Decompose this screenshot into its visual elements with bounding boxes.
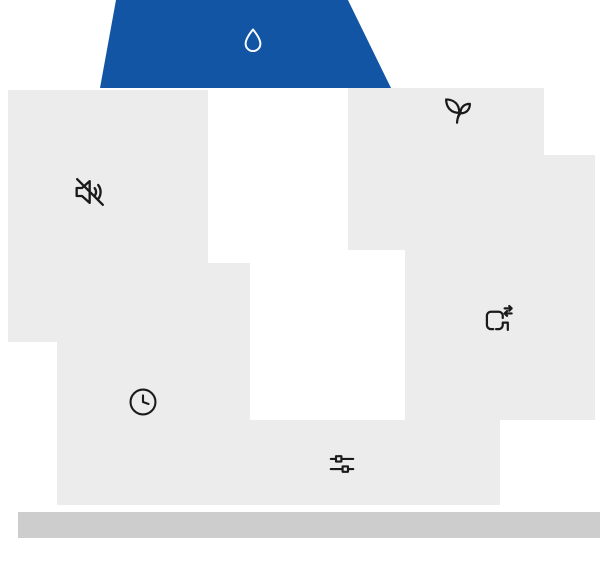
bottom-bar (18, 512, 600, 538)
sliders-icon (324, 446, 360, 482)
water-drop-icon (236, 25, 270, 59)
leaf-icon (439, 92, 477, 130)
tile-settings[interactable] (205, 420, 500, 505)
hose-swap-icon (479, 303, 517, 341)
clock-icon (125, 384, 161, 420)
tile-connection[interactable] (405, 155, 595, 420)
speaker-mute-icon (70, 172, 110, 212)
